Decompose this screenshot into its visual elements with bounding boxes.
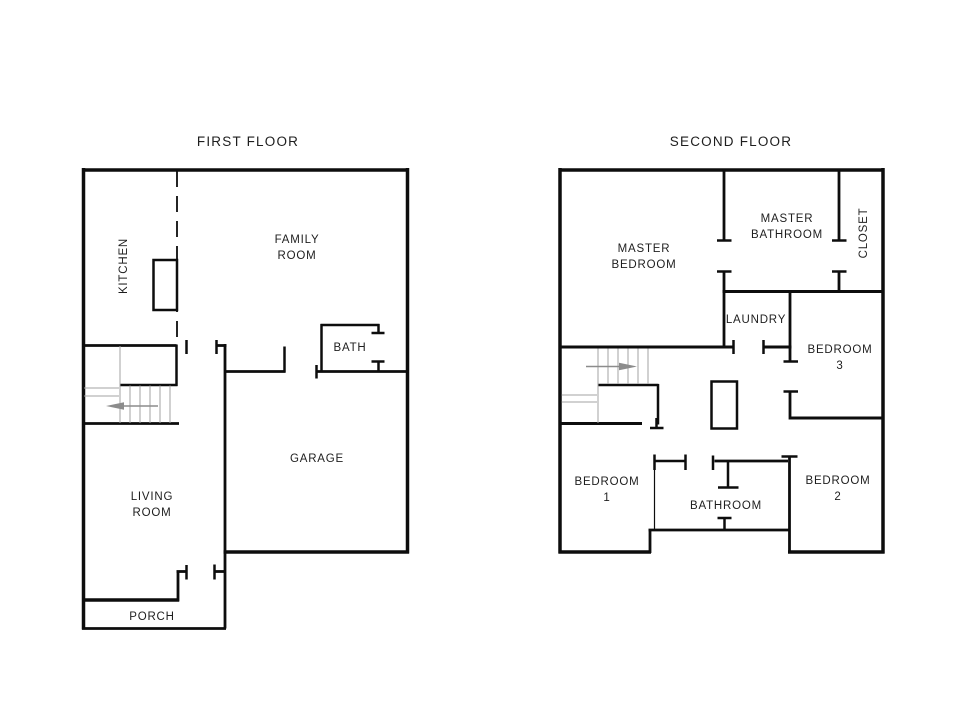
room-label-bedroom-3: 3: [836, 360, 843, 372]
second-floor-plan: MASTER BEDROOM MASTER BATHROOM CLOSET LAUNDRY…: [558, 168, 885, 554]
room-label-kitchen: KITCHEN: [118, 238, 130, 294]
kitchen-island: [152, 258, 179, 312]
room-label-bedroom-1: BEDROOM: [574, 476, 639, 488]
room-label-family-room: ROOM: [278, 250, 317, 262]
room-label-bedroom-3: BEDROOM: [807, 344, 872, 356]
room-label-closet: CLOSET: [858, 208, 870, 259]
second-floor-title: SECOND FLOOR: [669, 134, 793, 149]
room-label-bath: BATH: [333, 342, 366, 354]
room-label-bedroom-2: 2: [834, 491, 841, 503]
room-label-living-room: LIVING: [131, 491, 174, 503]
room-label-bedroom-2: BEDROOM: [805, 475, 870, 487]
chase-box: [710, 380, 739, 430]
room-label-bedroom-1: 1: [603, 492, 610, 504]
room-label-master-bedroom: BEDROOM: [611, 259, 676, 271]
first-floor-plan: KITCHEN FAMILY ROOM BATH GARAGE LIVING ROOM POR…: [81, 168, 410, 630]
room-label-bathroom: BATHROOM: [690, 500, 762, 512]
room-label-living-room: ROOM: [133, 507, 172, 519]
room-label-master-bathroom: MASTER: [761, 213, 814, 225]
room-label-garage: GARAGE: [290, 453, 344, 465]
room-label-family-room: FAMILY: [275, 234, 320, 246]
room-label-laundry: LAUNDRY: [726, 314, 786, 326]
first-floor-stairs-arrow-icon: [106, 402, 124, 410]
room-label-porch: PORCH: [129, 611, 175, 623]
second-floor-stairs-arrow-icon: [619, 362, 637, 371]
room-label-master-bedroom: MASTER: [618, 243, 671, 255]
first-floor-title: FIRST FLOOR: [196, 134, 300, 149]
room-label-master-bathroom: BATHROOM: [751, 229, 823, 241]
